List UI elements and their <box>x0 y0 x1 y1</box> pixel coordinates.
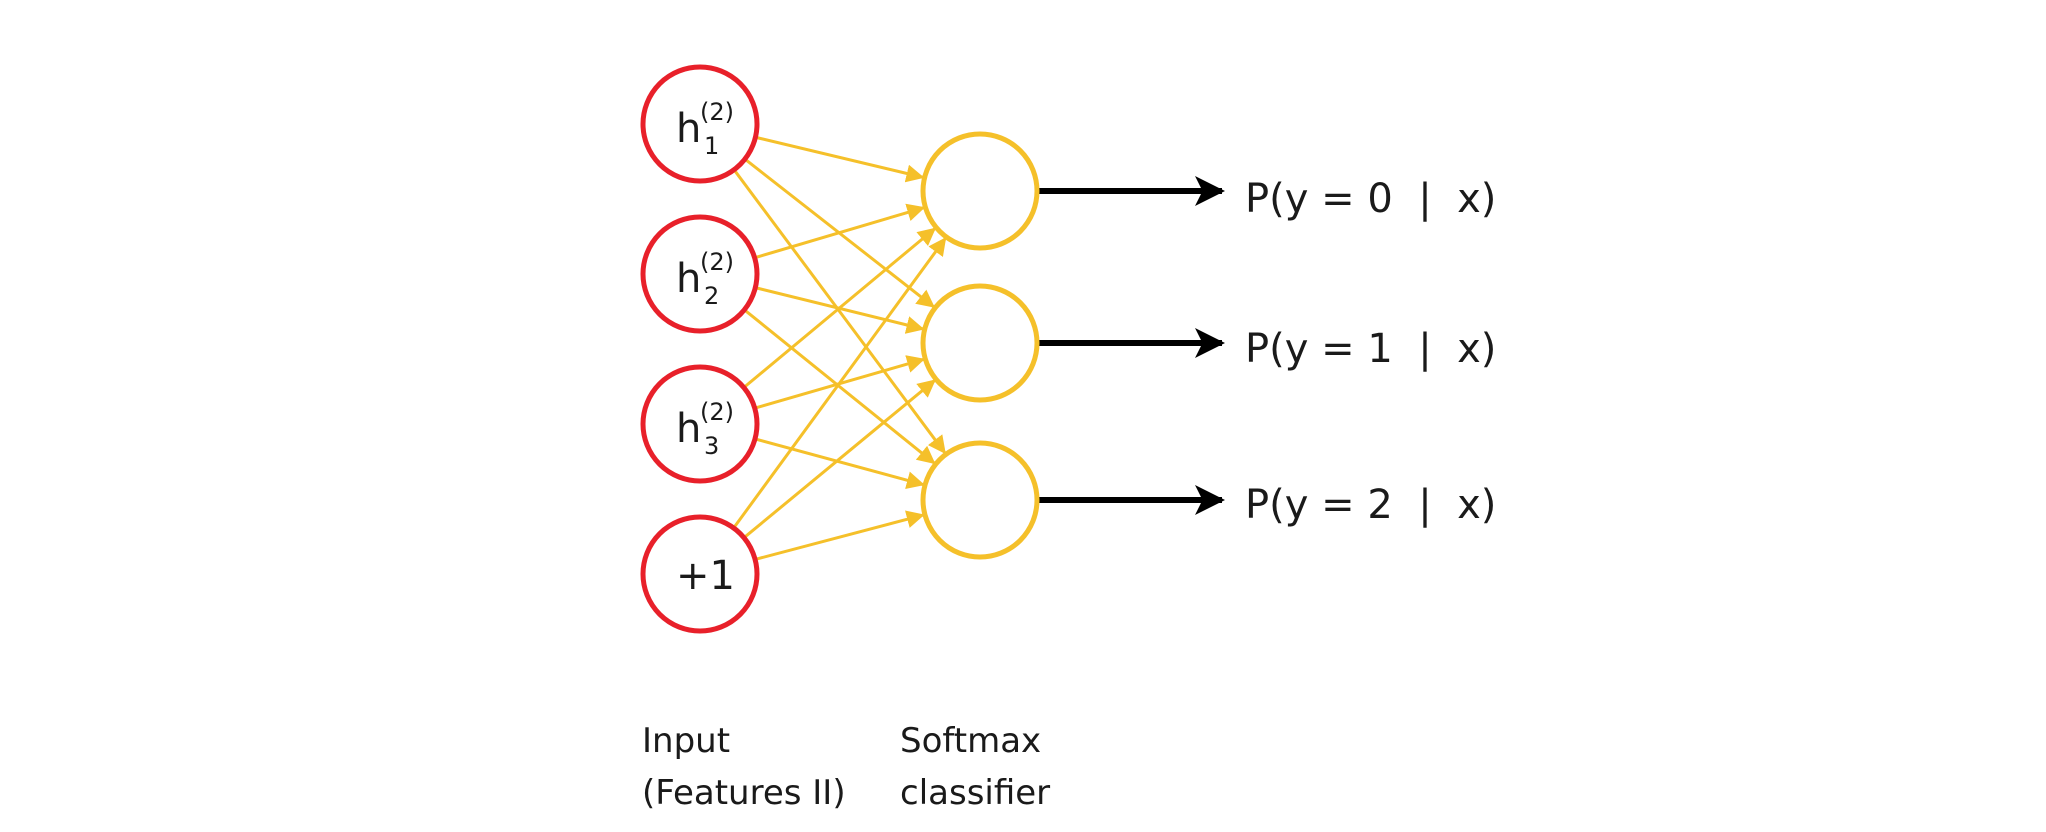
edge-input-3-to-softmax-0 <box>733 237 947 528</box>
softmax-caption-line1: Softmax <box>900 721 1041 761</box>
input-node-base: h <box>676 106 701 152</box>
edge-input-1-to-softmax-2 <box>744 309 936 465</box>
input-node-circle <box>640 64 760 184</box>
input-node-bias: +1 <box>640 514 760 634</box>
softmax-node-2 <box>920 440 1040 560</box>
edge-input-3-to-softmax-2 <box>756 510 925 561</box>
output-arrows <box>1039 176 1225 515</box>
input-node-sub: 2 <box>704 282 719 310</box>
edge-input-3-to-softmax-1 <box>744 379 936 538</box>
input-node-circle <box>640 514 760 634</box>
input-node-h2: h 2 (2) <box>640 214 760 334</box>
softmax-node-1 <box>920 283 1040 403</box>
input-node-sub: 3 <box>704 432 719 460</box>
softmax-caption-line2: classifier <box>900 773 1050 813</box>
edge-input-2-to-softmax-0 <box>744 227 937 388</box>
input-node-circle <box>640 214 760 334</box>
edge-input-0-to-softmax-0 <box>757 136 925 183</box>
connection-edges <box>733 136 947 561</box>
input-node-base: h <box>676 406 701 452</box>
input-node-sub: 1 <box>704 132 719 160</box>
input-caption-line2: (Features II) <box>642 773 846 813</box>
softmax-node-0 <box>920 131 1040 251</box>
output-label-0: P(y = 0 | x) <box>1245 176 1496 222</box>
output-label-1: P(y = 1 | x) <box>1245 326 1496 372</box>
edge-input-2-to-softmax-2 <box>756 438 925 489</box>
input-node-h3: h 3 (2) <box>640 364 760 484</box>
edge-input-1-to-softmax-0 <box>756 203 926 259</box>
input-node-sup: (2) <box>700 398 734 426</box>
input-node-sup: (2) <box>700 248 734 276</box>
input-node-circle <box>640 364 760 484</box>
input-node-h1: h 1 (2) <box>640 64 760 184</box>
input-caption-line1: Input <box>642 721 730 761</box>
input-node-base: +1 <box>676 553 735 599</box>
edge-input-0-to-softmax-2 <box>734 170 946 455</box>
input-node-sup: (2) <box>700 98 734 126</box>
output-label-2: P(y = 2 | x) <box>1245 482 1496 528</box>
input-node-base: h <box>676 256 701 302</box>
